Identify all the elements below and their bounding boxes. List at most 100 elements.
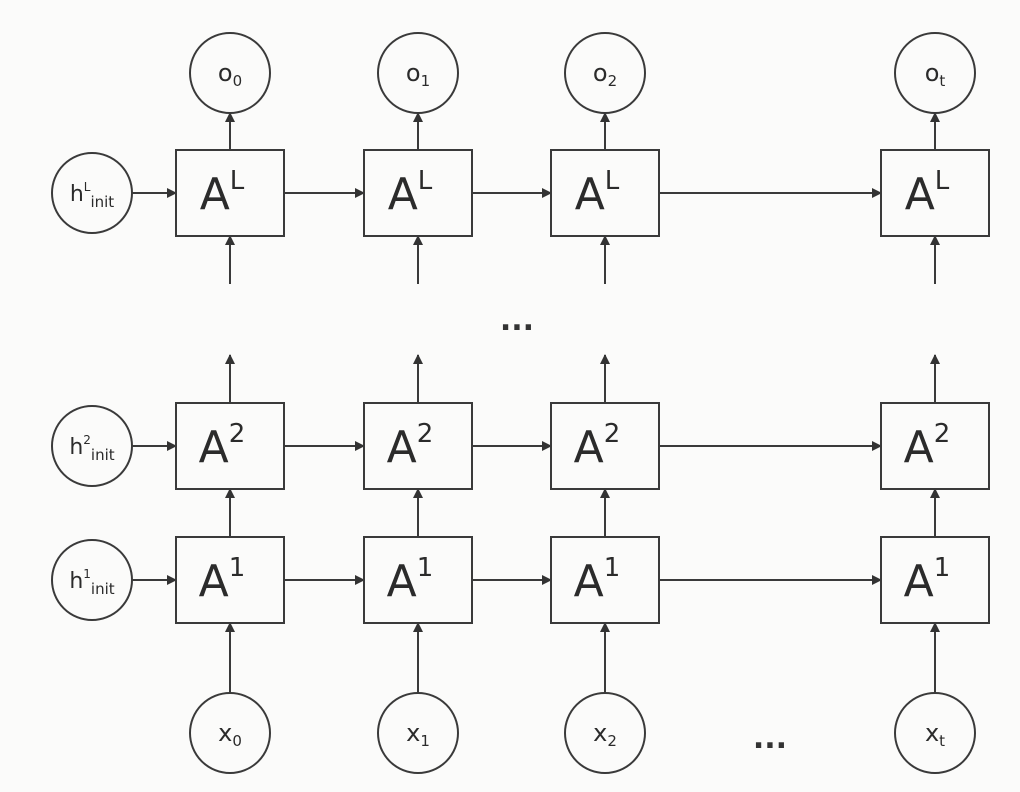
init-sup: L	[84, 180, 91, 194]
init-state-node-L: hLinit	[51, 152, 133, 234]
cell-box	[175, 402, 285, 490]
input-node-t0: x0	[189, 692, 271, 774]
cell-2-t0: A2	[175, 402, 285, 490]
cell-box	[550, 536, 660, 624]
init-base: h	[69, 569, 83, 594]
cell-sup: 1	[417, 553, 434, 583]
output-sub: 1	[421, 72, 431, 90]
input-node-t3: xt	[894, 692, 976, 774]
cell-box	[363, 149, 473, 237]
input-base: x	[218, 719, 232, 747]
cell-base: A	[574, 556, 604, 607]
cell-sup: L	[605, 166, 620, 196]
input-label: x0	[218, 719, 242, 750]
cell-base: A	[199, 556, 229, 607]
output-circle	[189, 32, 271, 114]
input-sub: 0	[232, 732, 242, 750]
cell-2-t1: A2	[363, 402, 473, 490]
input-circle	[564, 692, 646, 774]
cell-label: AL	[200, 166, 245, 220]
init-state-label: h1init	[69, 567, 114, 598]
cell-box	[175, 149, 285, 237]
cell-sup: 1	[604, 553, 621, 583]
output-circle	[894, 32, 976, 114]
output-label: ot	[925, 59, 946, 90]
cell-label: A1	[199, 553, 246, 607]
cell-base: A	[904, 422, 934, 473]
cell-label: A2	[904, 419, 951, 473]
time-gap-ellipsis: ...	[753, 721, 787, 756]
cell-base: A	[905, 169, 935, 220]
cell-label: A2	[387, 419, 434, 473]
input-label: xt	[925, 719, 945, 750]
cell-L-t3: AL	[880, 149, 990, 237]
output-base: o	[593, 59, 608, 87]
cell-label: A2	[199, 419, 246, 473]
init-sup: 1	[83, 567, 91, 581]
cell-1-t0: A1	[175, 536, 285, 624]
cell-base: A	[200, 169, 230, 220]
cell-1-t3: A1	[880, 536, 990, 624]
cell-1-t1: A1	[363, 536, 473, 624]
init-state-node-2: h2init	[51, 405, 133, 487]
input-base: x	[406, 719, 420, 747]
output-node-t2: o2	[564, 32, 646, 114]
init-state-circle	[51, 152, 133, 234]
input-base: x	[925, 719, 939, 747]
cell-sup: 2	[417, 419, 434, 449]
output-circle	[564, 32, 646, 114]
output-node-t1: o1	[377, 32, 459, 114]
output-base: o	[218, 59, 233, 87]
cell-box	[175, 536, 285, 624]
init-sub: init	[91, 580, 115, 598]
output-label: o0	[218, 59, 242, 90]
cell-box	[550, 402, 660, 490]
cell-sup: 2	[604, 419, 621, 449]
cell-base: A	[574, 422, 604, 473]
input-label: x2	[593, 719, 617, 750]
cell-box	[880, 149, 990, 237]
input-sub: t	[939, 732, 945, 750]
output-label: o2	[593, 59, 617, 90]
output-base: o	[925, 59, 940, 87]
cell-sup: 2	[229, 419, 246, 449]
output-sub: 2	[608, 72, 618, 90]
output-label: o1	[406, 59, 430, 90]
layer-gap-ellipsis: ...	[500, 303, 534, 338]
cell-label: AL	[388, 166, 433, 220]
cell-box	[880, 536, 990, 624]
cell-L-t2: AL	[550, 149, 660, 237]
cell-base: A	[387, 556, 417, 607]
input-sub: 1	[420, 732, 430, 750]
cell-2-t2: A2	[550, 402, 660, 490]
input-sub: 2	[607, 732, 617, 750]
cell-box	[363, 402, 473, 490]
cell-sup: L	[418, 166, 433, 196]
input-node-t2: x2	[564, 692, 646, 774]
cell-1-t2: A1	[550, 536, 660, 624]
cell-sup: 1	[229, 553, 246, 583]
output-node-t3: ot	[894, 32, 976, 114]
input-circle	[377, 692, 459, 774]
cell-box	[363, 536, 473, 624]
cell-label: A1	[904, 553, 951, 607]
cell-sup: L	[935, 166, 950, 196]
cell-sup: 1	[934, 553, 951, 583]
edges-group	[132, 112, 940, 693]
init-base: h	[70, 182, 84, 207]
cell-base: A	[387, 422, 417, 473]
init-state-circle	[51, 539, 133, 621]
init-state-label: h2init	[69, 433, 114, 464]
cell-base: A	[199, 422, 229, 473]
output-circle	[377, 32, 459, 114]
cell-label: A2	[574, 419, 621, 473]
init-sub: init	[91, 446, 115, 464]
init-sub: init	[90, 193, 114, 211]
cell-box	[550, 149, 660, 237]
cell-base: A	[904, 556, 934, 607]
output-node-t0: o0	[189, 32, 271, 114]
cell-base: A	[388, 169, 418, 220]
